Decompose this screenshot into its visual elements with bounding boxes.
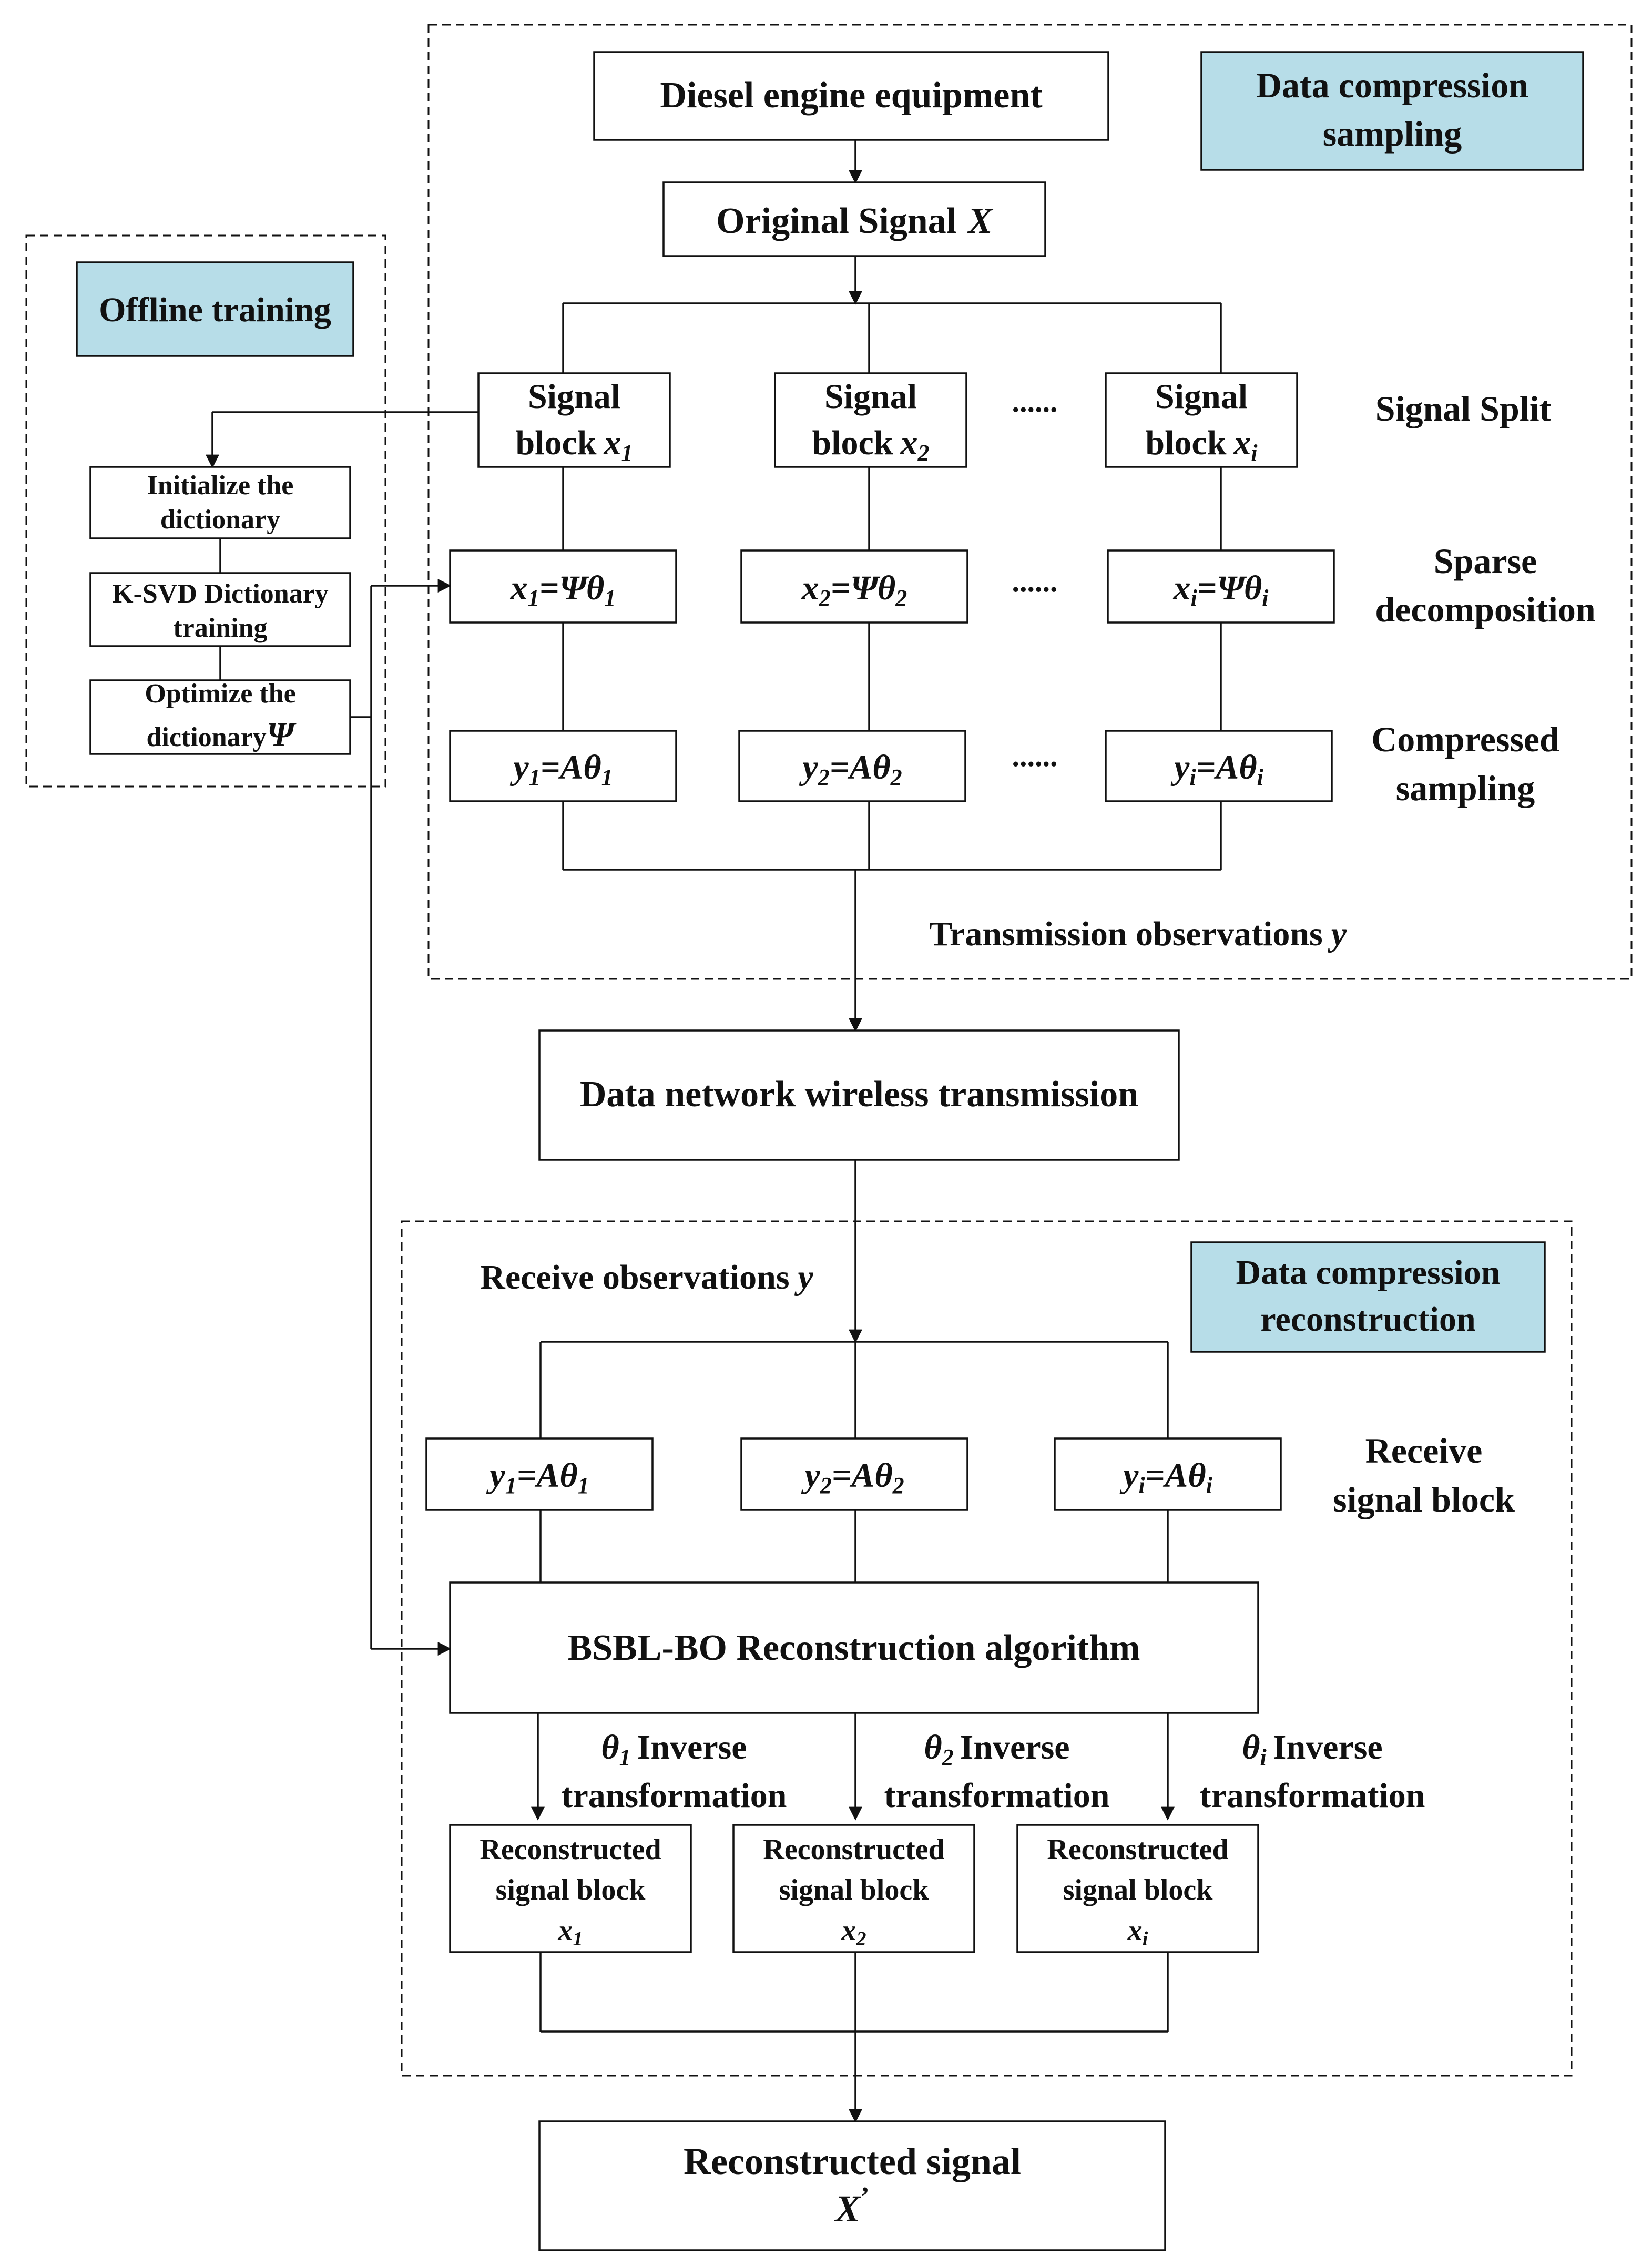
signal-block-i-line1: Signal — [1155, 377, 1248, 416]
stage-sparse-line1: Sparse — [1434, 541, 1537, 581]
svg-text:x1: x1 — [558, 1914, 583, 1950]
reconstruction-label-line1: Data compression — [1236, 1253, 1501, 1292]
bsbl-text: BSBL-BO Reconstruction algorithm — [568, 1628, 1140, 1668]
sparse-eq-2-text: x2=Ψθ2 — [801, 569, 907, 611]
receive-eq-1: y1=Aθ1 — [425, 1437, 654, 1511]
diesel-engine-node: Diesel engine equipment — [593, 51, 1109, 141]
optimize-dictionary-line2: dictionaryΨ — [146, 716, 296, 754]
bsbl-node: BSBL-BO Reconstruction algorithm — [449, 1581, 1259, 1714]
sample-eq-i-text: yi=Aθi — [1170, 748, 1263, 790]
svg-text:signal block: signal block — [779, 1874, 930, 1906]
diesel-engine-text: Diesel engine equipment — [660, 75, 1042, 116]
reconstructed-signal-text: Reconstructed signal — [684, 2140, 1021, 2182]
stage-compressed-line1: Compressed — [1371, 719, 1559, 759]
stage-sparse-line2: decomposition — [1375, 589, 1595, 629]
sparse-eq-1-text: x1=Ψθ1 — [510, 569, 616, 611]
svg-text:x2: x2 — [841, 1914, 866, 1950]
svg-text:Reconstructed: Reconstructed — [480, 1833, 661, 1866]
svg-text:Reconstructed: Reconstructed — [763, 1833, 944, 1866]
ksvd-training-node: K-SVD Dictionary training — [89, 572, 351, 647]
init-dictionary-line2: dictionary — [160, 505, 280, 535]
reconstructed-signal-var: X’ — [834, 2182, 869, 2230]
sample-eq-i: yi=Aθi — [1105, 730, 1333, 802]
ellipsis-split: ...... — [1012, 384, 1058, 419]
svg-text:transformation: transformation — [884, 1777, 1110, 1815]
sampling-label-line1: Data compression — [1256, 65, 1528, 105]
receive-eq-i-text: yi=Aθi — [1119, 1456, 1212, 1498]
stage-signal-split: Signal Split — [1375, 389, 1552, 428]
reconstruction-label-box — [1190, 1241, 1546, 1353]
section-label-offline: Offline training — [76, 261, 354, 357]
section-label-sampling: Data compression sampling — [1200, 51, 1584, 171]
sparse-eq-i-text: xi=Ψθi — [1173, 569, 1269, 611]
sample-eq-1-text: y1=Aθ1 — [509, 748, 613, 790]
sparse-eq-1: x1=Ψθ1 — [449, 549, 677, 624]
offline-training-frame — [25, 234, 386, 788]
sparse-eq-i: xi=Ψθi — [1107, 549, 1335, 624]
signal-block-2-line1: Signal — [824, 377, 917, 416]
ksvd-training-line2: training — [173, 613, 267, 643]
optimize-dictionary-node: Optimize the dictionaryΨ — [89, 679, 351, 755]
ksvd-training-line1: K-SVD Dictionary — [112, 579, 329, 609]
sampling-label-box — [1200, 51, 1584, 171]
stage-compressed-line2: sampling — [1396, 768, 1535, 808]
receive-eq-2-text: y2=Aθ2 — [801, 1456, 904, 1498]
recon-block-2: Reconstructed signal block x2 — [732, 1824, 975, 1953]
signal-block-1-line1: Signal — [528, 377, 620, 416]
svg-text:Reconstructed: Reconstructed — [1047, 1833, 1228, 1866]
recon-block-i: Reconstructed signal block xi — [1016, 1824, 1259, 1953]
receive-eq-1-text: y1=Aθ1 — [486, 1456, 589, 1498]
reconstructed-signal-node: Reconstructed signal X’ — [538, 2120, 1166, 2251]
network-text: Data network wireless transmission — [580, 1074, 1138, 1115]
svg-text:transformation: transformation — [1200, 1777, 1425, 1815]
ellipsis-sparse: ...... — [1012, 564, 1058, 598]
network-node: Data network wireless transmission — [538, 1029, 1180, 1161]
offline-label-text: Offline training — [99, 291, 331, 329]
sparse-eq-2: x2=Ψθ2 — [740, 549, 968, 624]
reconstruction-label-line2: reconstruction — [1260, 1300, 1475, 1339]
compression-sampling-frame — [427, 24, 1633, 980]
sample-eq-1: y1=Aθ1 — [449, 730, 677, 802]
recon-block-1: Reconstructed signal block x1 — [449, 1824, 692, 1953]
svg-text:transformation: transformation — [562, 1777, 787, 1815]
sample-eq-2-text: y2=Aθ2 — [799, 748, 902, 790]
ellipsis-sample: ...... — [1012, 739, 1058, 773]
svg-text:xi: xi — [1127, 1914, 1148, 1950]
sample-eq-2: y2=Aθ2 — [738, 730, 966, 802]
stage-receive-line1: Receive — [1365, 1431, 1483, 1471]
receive-eq-i: yi=Aθi — [1054, 1437, 1282, 1511]
svg-text:signal block: signal block — [496, 1874, 646, 1906]
offline-label-box — [76, 261, 354, 357]
sampling-label-line2: sampling — [1323, 114, 1462, 154]
stage-receive-line2: signal block — [1333, 1479, 1515, 1519]
optimize-dictionary-line1: Optimize the — [145, 679, 295, 709]
init-dictionary-node: Initialize the dictionary — [89, 466, 351, 539]
connectors — [206, 140, 1222, 2123]
init-dictionary-line1: Initialize the — [147, 471, 294, 501]
section-label-reconstruction: Data compression reconstruction — [1190, 1241, 1546, 1353]
receive-eq-2: y2=Aθ2 — [740, 1437, 968, 1511]
svg-text:signal block: signal block — [1063, 1874, 1213, 1906]
